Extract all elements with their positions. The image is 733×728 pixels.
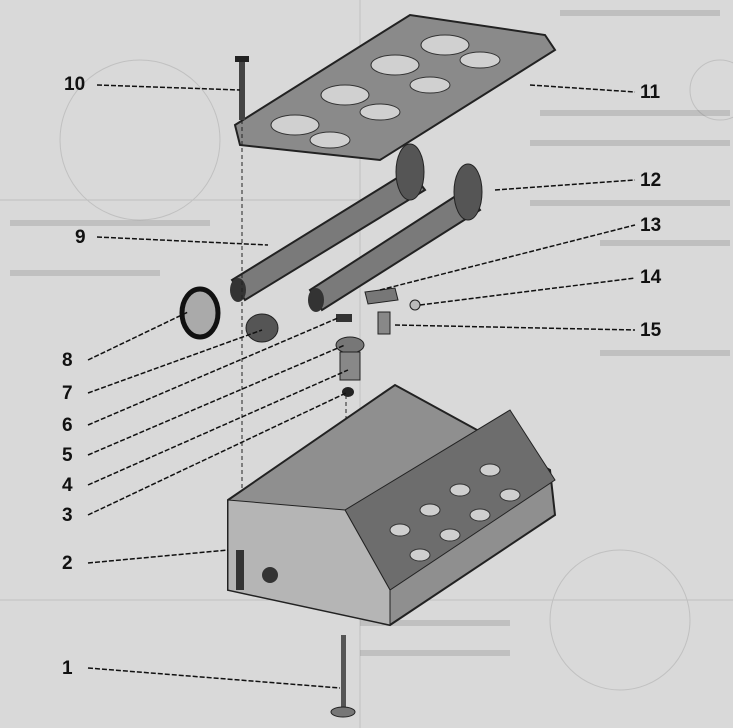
callout-7: 7 xyxy=(62,383,73,404)
callout-4: 4 xyxy=(62,475,73,496)
callout-8: 8 xyxy=(62,350,73,371)
valve-parts xyxy=(335,314,365,397)
cylinder-head xyxy=(227,383,557,627)
callout-6: 6 xyxy=(62,415,73,436)
callout-5: 5 xyxy=(62,445,73,466)
callout-2: 2 xyxy=(62,553,73,574)
bolt xyxy=(235,56,249,120)
callout-11: 11 xyxy=(640,82,661,103)
bearing-frame xyxy=(233,13,557,162)
leader-lines xyxy=(87,84,636,689)
background-text-lines xyxy=(10,10,730,656)
valve xyxy=(330,635,356,718)
rocker-lifter xyxy=(364,287,421,335)
callout-12: 12 xyxy=(640,170,662,191)
callout-3: 3 xyxy=(62,505,73,526)
callout-9: 9 xyxy=(75,227,86,248)
oil-seal xyxy=(179,286,221,340)
camshaft-exhaust xyxy=(308,163,483,312)
camshaft-intake xyxy=(230,143,427,302)
callout-10: 10 xyxy=(64,74,86,95)
callout-15: 15 xyxy=(640,320,662,341)
callout-14: 14 xyxy=(640,267,662,288)
callout-1: 1 xyxy=(62,658,73,679)
callout-13: 13 xyxy=(640,215,662,236)
camshaft-plug xyxy=(245,313,279,343)
